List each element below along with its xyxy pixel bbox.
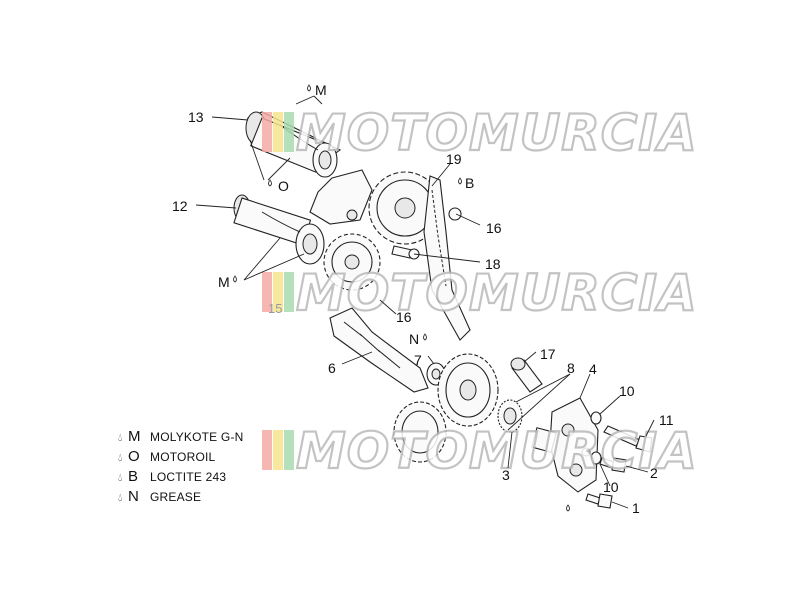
watermark-bottom: MOTOMURCIA xyxy=(262,421,698,481)
callout-13: 13 xyxy=(188,109,204,125)
callout-19: 19 xyxy=(446,151,462,167)
watermark-middle: MOTOMURCIA xyxy=(262,263,698,323)
drop-icons xyxy=(233,84,570,512)
washers-10 xyxy=(590,411,602,465)
callout-7: 7 xyxy=(414,352,422,368)
drop-icon: 💧︎ xyxy=(118,452,123,464)
callout-12: 12 xyxy=(172,198,188,214)
legend-row-motoroil: 💧︎ O MOTOROIL xyxy=(118,448,318,468)
legend-description: GREASE xyxy=(150,490,202,504)
mark-b: B xyxy=(465,175,474,191)
chain-guide xyxy=(329,307,429,393)
svg-text:MOTOMURCIA: MOTOMURCIA xyxy=(296,104,698,162)
legend-code: M xyxy=(128,428,141,445)
svg-text:MOTOMURCIA: MOTOMURCIA xyxy=(296,422,698,480)
mark-n: N xyxy=(409,331,419,347)
lubricant-legend: 💧︎ M MOLYKOTE G-N 💧︎ O MOTOROIL 💧︎ B LOC… xyxy=(118,428,318,508)
mark-m-top: M xyxy=(315,82,327,98)
drop-icon xyxy=(233,275,237,283)
large-gear xyxy=(437,353,499,427)
drop-icon: 💧︎ xyxy=(118,472,123,484)
legend-row-grease: 💧︎ N GREASE xyxy=(118,488,318,508)
pump-plate xyxy=(531,397,599,493)
legend-row-molykote: 💧︎ M MOLYKOTE G-N xyxy=(118,428,318,448)
callout-8: 8 xyxy=(567,360,575,376)
cam-bracket xyxy=(309,169,373,225)
drop-icon: 💧︎ xyxy=(118,432,123,444)
callout-10-upper: 10 xyxy=(619,383,635,399)
svg-text:MOTOMURCIA: MOTOMURCIA xyxy=(296,264,698,322)
legend-code: N xyxy=(128,488,139,505)
bolts xyxy=(585,425,653,509)
callout-10-lower: 10 xyxy=(603,479,619,495)
screw-16 xyxy=(448,207,462,221)
legend-code: B xyxy=(128,468,139,485)
drop-icon xyxy=(423,333,427,341)
lower-gear xyxy=(393,401,447,463)
callout-11: 11 xyxy=(659,412,674,428)
drop-icon xyxy=(268,179,272,187)
mark-m-left: M xyxy=(218,274,230,290)
legend-row-loctite: 💧︎ B LOCTITE 243 xyxy=(118,468,318,488)
drop-icon: 💧︎ xyxy=(118,492,123,504)
needle-bearing xyxy=(497,399,523,433)
mark-o: O xyxy=(278,178,289,194)
watermark-top: MOTOMURCIA xyxy=(262,103,698,163)
drop-icon xyxy=(566,504,570,512)
screw-18 xyxy=(391,245,420,260)
callout-18: 18 xyxy=(485,256,501,272)
callout-16-lower: 16 xyxy=(396,309,412,325)
bushing xyxy=(510,357,543,393)
callout-1: 1 xyxy=(632,500,640,516)
callout-17: 17 xyxy=(540,346,556,362)
legend-description: LOCTITE 243 xyxy=(150,470,227,484)
callout-3: 3 xyxy=(502,467,510,483)
legend-description: MOTOROIL xyxy=(150,450,216,464)
legend-code: O xyxy=(128,448,140,465)
middle-sprocket xyxy=(323,233,381,291)
callout-2: 2 xyxy=(650,465,658,481)
upper-sprocket xyxy=(368,171,442,245)
leader-lines xyxy=(195,95,655,509)
camshaft-lower xyxy=(233,194,325,265)
callout-16-upper: 16 xyxy=(486,220,502,236)
drop-icon xyxy=(307,84,311,92)
callout-6: 6 xyxy=(328,360,336,376)
callout-4: 4 xyxy=(589,361,597,377)
callout-15: 15 xyxy=(268,301,282,316)
drop-icon xyxy=(458,177,462,185)
legend-description: MOLYKOTE G-N xyxy=(150,430,244,444)
